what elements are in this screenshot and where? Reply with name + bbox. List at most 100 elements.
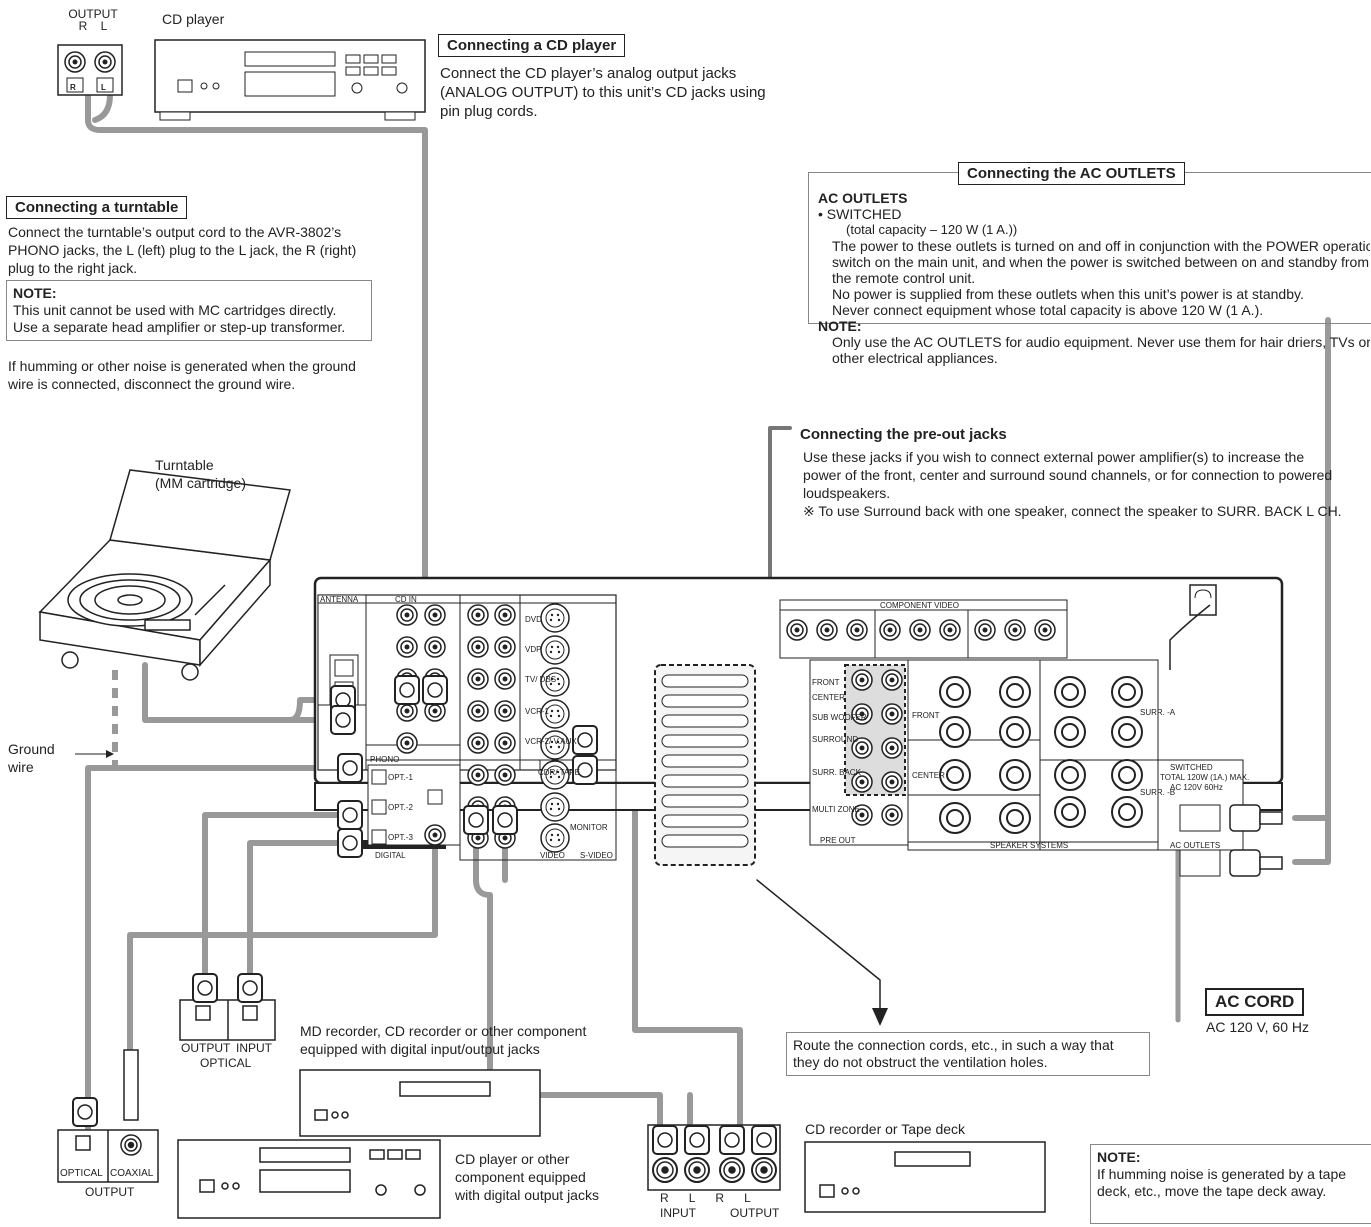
cd-bottom-label-2: component equipped <box>455 1169 586 1185</box>
preout-center-label: CENTER <box>812 693 845 702</box>
ac-p2: No power is supplied from these outlets … <box>832 286 1304 302</box>
cd-player-body: Connect the CD player’s analog output ja… <box>440 65 766 120</box>
turntable-label-1: Turntable <box>155 457 214 473</box>
panel-cd-in-label: CD IN <box>395 595 417 604</box>
tape-output-label: OUTPUT <box>730 1206 780 1220</box>
l-label: L <box>100 19 108 33</box>
opt3-label: OPT.-3 <box>388 833 413 842</box>
heading-turntable: Connecting a turntable <box>6 196 188 219</box>
ac-switched: • SWITCHED <box>818 206 902 222</box>
turntable-device-label: Turntable (MM cartridge) <box>155 456 246 492</box>
panel-component-video-label: COMPONENT VIDEO <box>880 601 959 610</box>
switched-line-2: TOTAL 120W (1A.) MAX. <box>1160 773 1249 782</box>
tape-device-label: CD recorder or Tape deck <box>805 1121 966 1137</box>
src-vdp: VDP <box>525 645 541 654</box>
cd-output-label: OUTPUT R L <box>68 8 118 32</box>
src-vcr2: VCR-2/ V.AUX <box>525 737 577 746</box>
bottom-note: NOTE: If humming noise is generated by a… <box>1090 1144 1371 1224</box>
cd-bottom-coaxial: COAXIAL <box>110 1168 154 1179</box>
tape-r2: R <box>715 1191 725 1205</box>
ac-capacity: (total capacity – 120 W (1 A.)) <box>846 222 1018 237</box>
opt1-label: OPT.-1 <box>388 773 413 782</box>
tape-l1: L <box>688 1191 696 1205</box>
src-cdr-tape: CDR/ TAPE <box>538 768 580 777</box>
ac-p1: The power to these outlets is turned on … <box>832 238 1370 286</box>
preout-note: ※ To use Surround back with one speaker,… <box>803 503 1342 519</box>
cd-player-output-jacks: R L <box>57 44 123 96</box>
panel-ac-outlets-label: AC OUTLETS <box>1170 841 1220 850</box>
preout-front-label: FRONT <box>812 678 840 687</box>
preout-subwoofer-label: SUB WOOFER <box>812 713 867 722</box>
cd-bottom-label-1: CD player or other <box>455 1151 570 1167</box>
md-label-1: MD recorder, CD recorder or other compon… <box>300 1023 587 1039</box>
cd-player-top-device <box>154 39 426 121</box>
cd-bottom-optical: OPTICAL <box>60 1168 103 1179</box>
src-tv-dbs: TV/ DBS <box>525 675 556 684</box>
ventilation-note: Route the connection cords, etc., in suc… <box>786 1032 1150 1076</box>
md-optical-label: OPTICAL <box>200 1056 252 1070</box>
panel-phono-label: PHONO <box>370 755 399 764</box>
note-body: This unit cannot be used with MC cartrid… <box>13 302 346 335</box>
ground-label-2: wire <box>8 759 34 775</box>
preout-surround-label: SURROUND <box>812 735 858 744</box>
preout-body: Use these jacks if you wish to connect e… <box>803 449 1333 501</box>
spk-surr-b-label: SURR. -B <box>1140 788 1175 797</box>
output-label: OUTPUT <box>68 7 118 21</box>
spk-center-label: CENTER <box>912 771 945 780</box>
ac-outlets-content: AC OUTLETS • SWITCHED (total capacity – … <box>818 190 1370 366</box>
cd-player-bottom-illustration <box>57 1049 441 1219</box>
tape-input-label: INPUT <box>660 1206 696 1220</box>
panel-monitor-label: MONITOR <box>570 823 608 832</box>
heading-ac-cord: AC CORD <box>1205 988 1305 1016</box>
ac-cord-spec: AC 120 V, 60 Hz <box>1206 1019 1309 1035</box>
md-output-label: OUTPUT <box>181 1041 231 1055</box>
panel-video-label: VIDEO <box>540 851 565 860</box>
panel-pre-out-label: PRE OUT <box>820 836 856 845</box>
switched-line-1: SWITCHED <box>1170 763 1213 772</box>
tape-deck-jacks <box>647 1124 1046 1213</box>
bottom-note-title: NOTE: <box>1097 1149 1141 1165</box>
cd-player-label: CD player <box>162 11 225 27</box>
panel-s-video-label: S-VIDEO <box>580 851 613 860</box>
switched-line-3: AC 120V 60Hz <box>1170 783 1223 792</box>
turntable-humming: If humming or other noise is generated w… <box>8 358 356 392</box>
turntable-label-2: (MM cartridge) <box>155 475 247 491</box>
spk-front-label: FRONT <box>912 711 940 720</box>
ac-note-body: Only use the AC OUTLETS for audio equipm… <box>832 334 1370 366</box>
svg-text:R: R <box>70 83 76 92</box>
panel-digital-label: DIGITAL <box>375 851 406 860</box>
md-recorder-label: MD recorder, CD recorder or other compon… <box>300 1022 586 1058</box>
cd-bottom-label-3: with digital output jacks <box>455 1187 599 1203</box>
ac-outlets-title: AC OUTLETS <box>818 190 908 206</box>
heading-cd-player: Connecting a CD player <box>438 34 626 57</box>
ac-p3: Never connect equipment whose total capa… <box>832 302 1264 318</box>
src-dvd: DVD <box>525 615 542 624</box>
tape-r1: R <box>660 1191 669 1205</box>
panel-antenna-label: ANTENNA <box>320 595 359 604</box>
tape-l2: L <box>744 1191 751 1205</box>
ground-wire <box>112 670 330 771</box>
note-title: NOTE: <box>13 285 57 301</box>
heading-ac-outlets: Connecting the AC OUTLETS <box>958 162 1185 185</box>
ground-label-1: Ground <box>8 741 55 757</box>
md-input-label: INPUT <box>236 1041 272 1055</box>
tape-jack-labels: R L R L <box>660 1192 790 1204</box>
md-label-2: equipped with digital input/output jacks <box>300 1041 540 1057</box>
cd-bottom-label: CD player or other component equipped wi… <box>455 1150 599 1204</box>
turntable-body: Connect the turntable’s output cord to t… <box>8 224 357 276</box>
turntable-note: NOTE: This unit cannot be used with MC c… <box>6 280 372 341</box>
opt2-label: OPT.-2 <box>388 803 413 812</box>
panel-speaker-systems-label: SPEAKER SYSTEMS <box>990 841 1068 850</box>
heading-preout: Connecting the pre-out jacks <box>800 426 1007 443</box>
svg-text:L: L <box>101 83 106 92</box>
spk-surr-a-label: SURR. -A <box>1140 708 1176 717</box>
ground-wire-label: Ground wire <box>8 740 55 776</box>
r-label: R <box>78 19 88 33</box>
bottom-note-body: If humming noise is generated by a tape … <box>1097 1166 1347 1199</box>
cd-bottom-output: OUTPUT <box>85 1185 135 1199</box>
turntable-illustration <box>38 469 291 681</box>
ac-note-title: NOTE: <box>818 318 862 334</box>
src-vcr1: VCR-1 <box>525 707 550 716</box>
md-recorder-illustration <box>179 973 541 1137</box>
